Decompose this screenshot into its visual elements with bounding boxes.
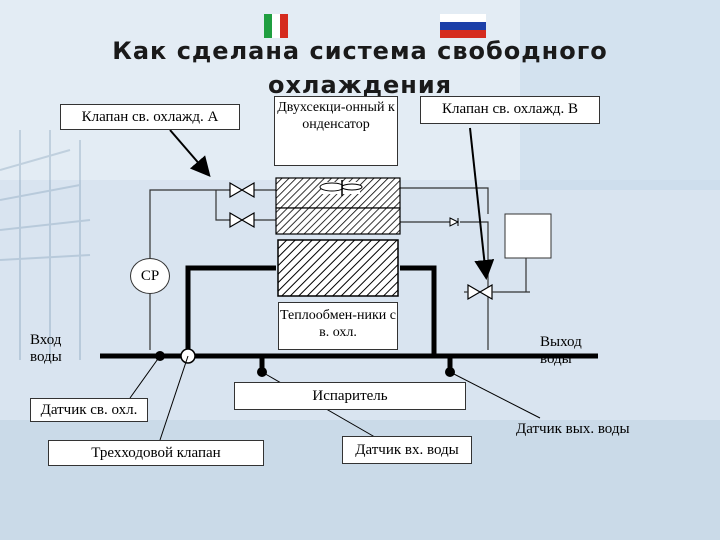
label-water-in: Вход воды [30, 332, 62, 365]
label-sensor-water-out: Датчик вых. воды [516, 421, 630, 437]
fan-icon [319, 180, 363, 196]
heat-exchanger-coil [277, 239, 399, 297]
label-valve-a: Клапан св. охлажд. А [60, 104, 240, 130]
label-three-way-valve: Трехходовой клапан [48, 440, 264, 466]
check-valve-icon [449, 217, 460, 227]
label-sensor-free-cooling: Датчик св. охл. [30, 398, 148, 422]
label-heat-exchangers: Теплообмен-ники св. охл. [278, 302, 398, 350]
label-cp: СР [130, 258, 170, 294]
label-sensor-water-in: Датчик вх. воды [342, 436, 472, 464]
russia-flag [440, 14, 486, 38]
italy-flag [264, 14, 288, 38]
label-evaporator: Испаритель [234, 382, 466, 410]
page-title: Как сделана система свободного охлаждени… [112, 37, 608, 99]
label-water-out: Выход воды [540, 334, 582, 367]
valve-a-upper-icon [229, 181, 255, 199]
compressor-unit-box [504, 213, 552, 259]
valve-b-icon [467, 283, 493, 301]
label-valve-b: Клапан св. охлажд. В [420, 96, 600, 124]
condenser-section-lower [275, 207, 401, 235]
valve-a-lower-icon [229, 211, 255, 229]
label-condenser: Двухсекци-онный конденсатор [274, 96, 398, 166]
